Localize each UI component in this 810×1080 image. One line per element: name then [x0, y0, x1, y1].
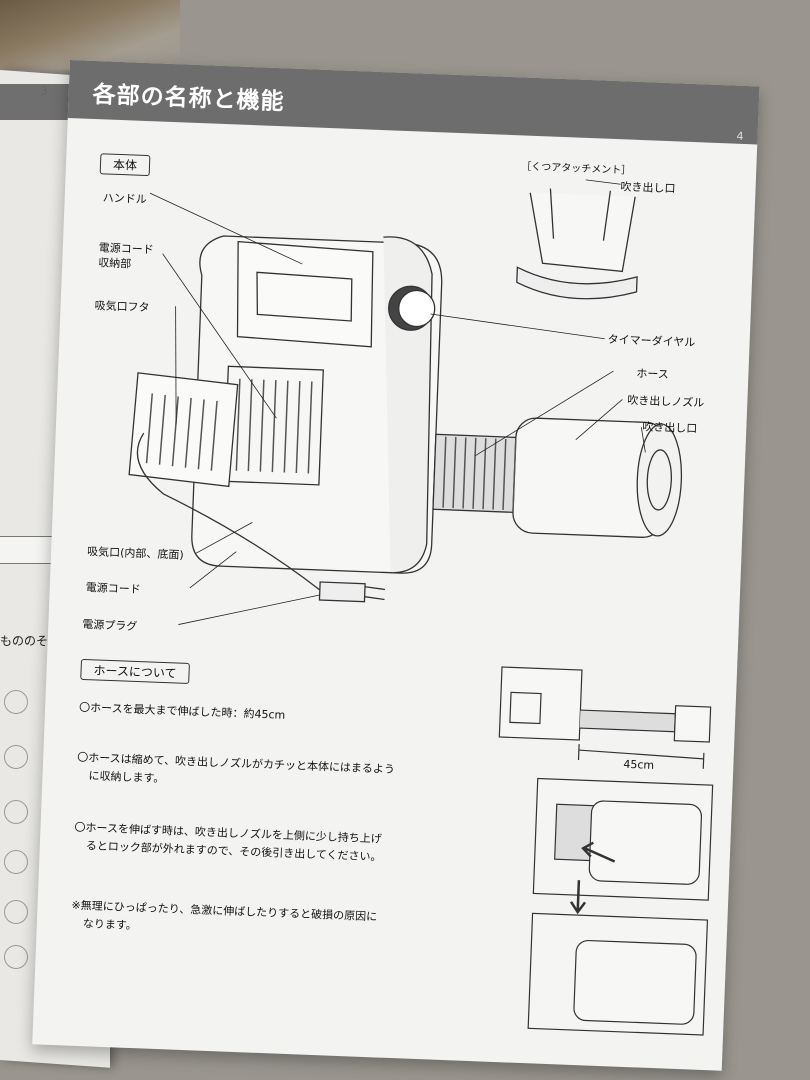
- manual-page: 各部の名称と機能 4: [32, 60, 760, 1071]
- power-cord-label: 電源コード: [85, 580, 141, 597]
- power-plug-label: 電源プラグ: [82, 617, 138, 633]
- outlet-label: 吹き出し口: [642, 420, 698, 436]
- warning-icon: [4, 745, 28, 769]
- intake-cover-label: 吸気口フタ: [94, 299, 150, 315]
- hose-label: ホース: [636, 366, 670, 382]
- cord-storage-label-2: 収納部: [97, 256, 132, 271]
- hose-section-label: ホースについて: [80, 658, 190, 685]
- handle-label: ハンドル: [102, 191, 147, 207]
- warning-icon: [4, 945, 28, 969]
- main-unit-section-label: 本体: [99, 153, 151, 177]
- background-wood: [0, 0, 180, 70]
- left-page-number: 3: [40, 84, 48, 98]
- shoe-outlet-label: 吹き出し口: [620, 180, 676, 196]
- main-unit-diagram: [128, 179, 714, 1036]
- warning-icon: [4, 800, 28, 824]
- hose-dimension-label: 45cm: [623, 757, 655, 772]
- warning-icon: [4, 850, 28, 874]
- left-page-text: もののそば: [0, 634, 61, 648]
- warning-icon: [4, 900, 28, 924]
- timer-dial-label: タイマーダイヤル: [607, 332, 696, 350]
- warning-icon: [4, 690, 28, 714]
- left-page-header: [0, 84, 70, 120]
- nozzle-label: 吹き出しノズル: [627, 393, 705, 410]
